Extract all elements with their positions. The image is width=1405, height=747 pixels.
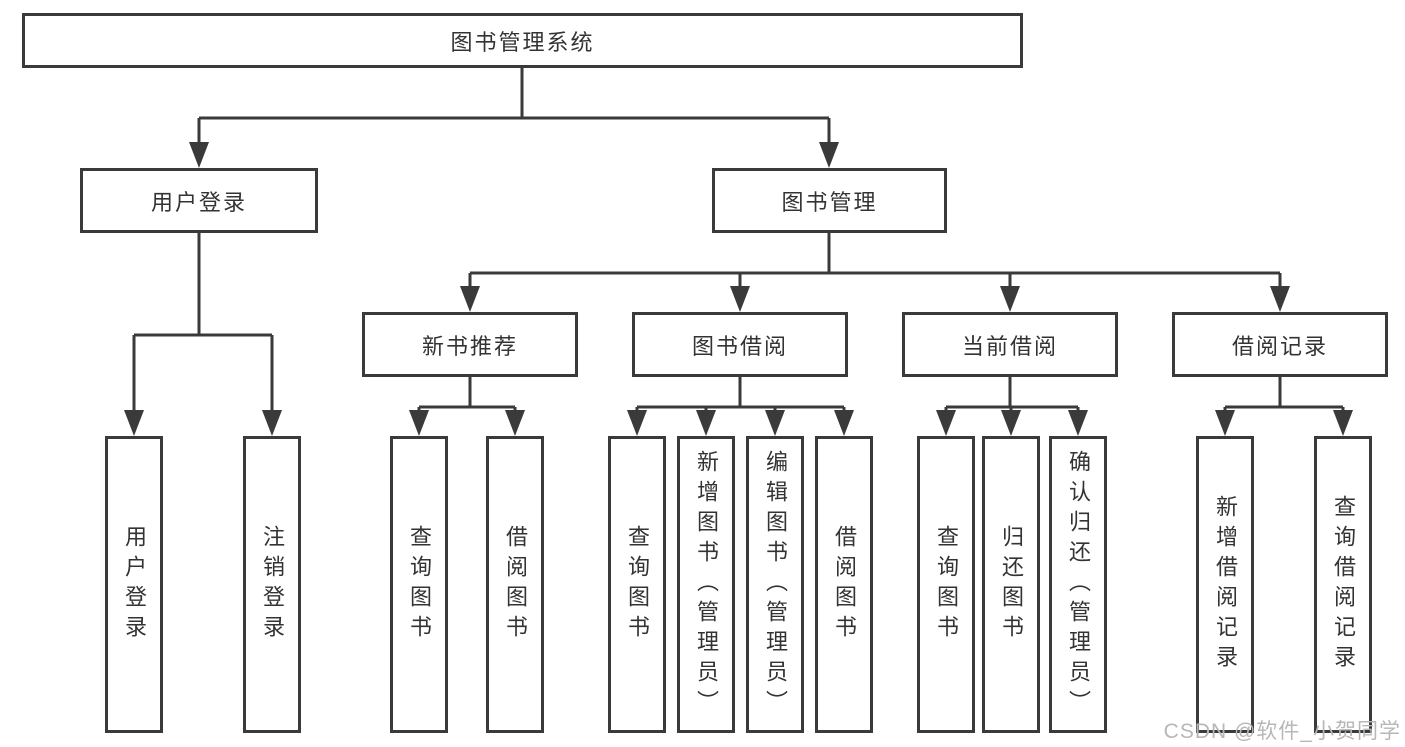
leaf-label: 注销登录 (260, 524, 285, 645)
leaf-label: 查询图书 (407, 524, 432, 645)
leaf-return-books: 归还图书 (982, 436, 1040, 733)
csdn-watermark: CSDN @软件_小贺同学 (1163, 720, 1401, 743)
leaf-user-login: 用户登录 (105, 436, 163, 733)
node-user-login: 用户登录 (80, 168, 318, 233)
leaf-edit-books-admin: 编辑图书（管理员） (746, 436, 804, 733)
leaf-confirm-return-admin: 确认归还（管理员） (1049, 436, 1107, 733)
leaf-query-books: 查询图书 (917, 436, 975, 733)
leaf-label: 编辑图书（管理员） (763, 449, 788, 720)
leaf-borrow-books: 借阅图书 (486, 436, 544, 733)
leaf-label: 借阅图书 (503, 524, 528, 645)
leaf-query-books: 查询图书 (390, 436, 448, 733)
node-new-book-recommend: 新书推荐 (362, 312, 578, 377)
leaf-label: 新增图书（管理员） (694, 449, 719, 720)
leaf-label: 新增借阅记录 (1213, 494, 1238, 675)
node-book-borrow: 图书借阅 (632, 312, 848, 377)
leaf-logout: 注销登录 (243, 436, 301, 733)
leaf-add-books-admin: 新增图书（管理员） (677, 436, 735, 733)
node-current-borrow: 当前借阅 (902, 312, 1118, 377)
leaf-label: 用户登录 (122, 524, 147, 645)
leaf-query-books: 查询图书 (608, 436, 666, 733)
leaf-label: 查询借阅记录 (1331, 494, 1356, 675)
node-book-management: 图书管理 (712, 168, 947, 233)
leaf-query-borrow-record: 查询借阅记录 (1314, 436, 1372, 733)
leaf-label: 确认归还（管理员） (1066, 449, 1091, 720)
leaf-label: 归还图书 (999, 524, 1024, 645)
node-library-management-system: 图书管理系统 (22, 13, 1023, 68)
leaf-borrow-books: 借阅图书 (815, 436, 873, 733)
leaf-label: 查询图书 (625, 524, 650, 645)
node-borrow-records: 借阅记录 (1172, 312, 1388, 377)
arrowheads (124, 142, 1353, 436)
leaf-add-borrow-record: 新增借阅记录 (1196, 436, 1254, 733)
leaf-label: 查询图书 (934, 524, 959, 645)
leaf-label: 借阅图书 (832, 524, 857, 645)
